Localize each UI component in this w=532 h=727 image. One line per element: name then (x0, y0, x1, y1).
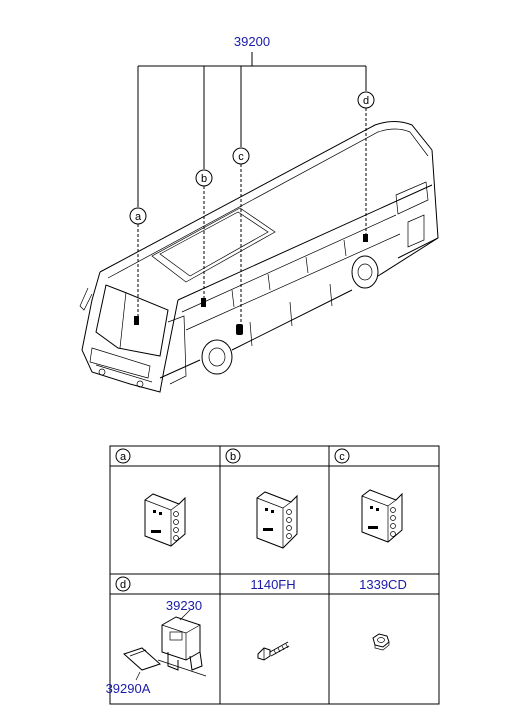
bolt-icon[interactable] (257, 641, 290, 661)
callout-d: d (357, 91, 375, 109)
svg-text:b: b (201, 173, 207, 185)
assembly-part-number[interactable]: 39200 (234, 34, 270, 49)
part-number-1140FH[interactable]: 1140FH (250, 577, 295, 592)
svg-text:d: d (363, 95, 369, 107)
table-cell-b-header: b (225, 448, 241, 464)
table-cell-d-header: d (115, 576, 131, 592)
part-number-39290A[interactable]: 39290A (106, 681, 151, 696)
leader-tree (137, 52, 367, 207)
connector-block-icon-b[interactable] (256, 491, 298, 549)
svg-text:c: c (339, 451, 345, 463)
pad-icon (123, 647, 161, 671)
callout-c: c (232, 147, 250, 165)
callout-a: a (129, 207, 147, 225)
parts-table (109, 445, 440, 705)
svg-text:c: c (238, 151, 244, 163)
table-cell-c-header: c (334, 448, 350, 464)
svg-text:a: a (135, 211, 142, 223)
part-number-1339CD[interactable]: 1339CD (359, 577, 407, 592)
part-number-39230[interactable]: 39230 (166, 598, 202, 613)
svg-text:d: d (120, 579, 126, 591)
bus-illustration (79, 121, 439, 393)
connector-block-icon-c[interactable] (361, 489, 403, 543)
svg-text:a: a (120, 451, 127, 463)
nut-icon[interactable] (372, 633, 390, 651)
callout-b: b (195, 169, 213, 187)
connector-block-icon-a[interactable] (144, 493, 186, 547)
table-cell-a-header: a (115, 448, 131, 464)
svg-text:b: b (230, 451, 236, 463)
sensor-unit-icon[interactable] (157, 616, 207, 677)
